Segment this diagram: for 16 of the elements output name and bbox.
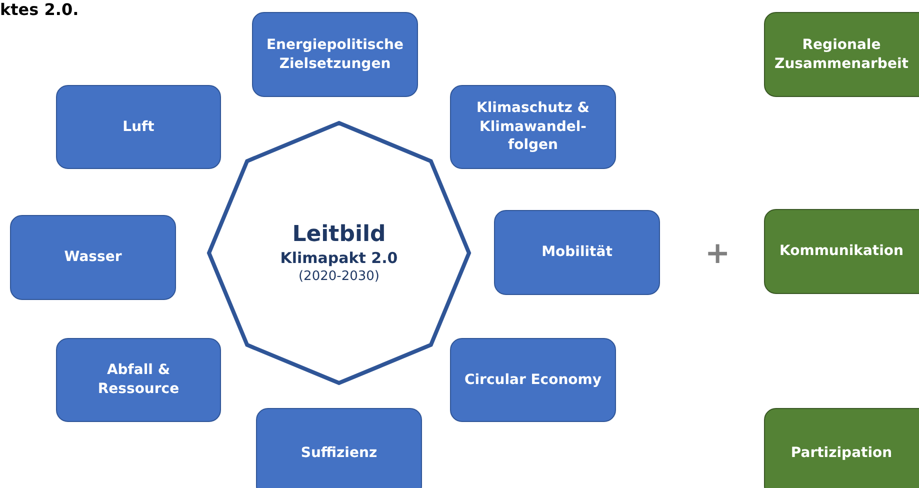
field-of-action-box: Abfall & Ressource bbox=[56, 338, 221, 422]
plus-sign: + bbox=[705, 236, 730, 271]
field-of-action-box: Energiepolitische Zielsetzungen bbox=[252, 12, 418, 97]
field-of-action-box: Suffizienz bbox=[256, 408, 422, 488]
subheading-text: Klimapakt 2.0 bbox=[280, 249, 398, 267]
topic-box: Partizipation bbox=[764, 408, 919, 488]
heading-fragment-text: ktes 2.0. bbox=[0, 0, 79, 19]
field-of-action-box: Klimaschutz & Klimawandel-folgen bbox=[450, 85, 616, 169]
heading-text: Leitbild bbox=[292, 222, 386, 247]
field-of-action-box: Circular Economy bbox=[450, 338, 616, 422]
period-text: (2020-2030) bbox=[298, 269, 380, 284]
field-of-action-box: Mobilität bbox=[494, 210, 660, 295]
topic-box: Kommunikation bbox=[764, 209, 919, 294]
field-of-action-box: Wasser bbox=[10, 215, 176, 300]
topic-box: Regionale Zusammenarbeit bbox=[764, 12, 919, 97]
field-of-action-box: Luft bbox=[56, 85, 221, 169]
